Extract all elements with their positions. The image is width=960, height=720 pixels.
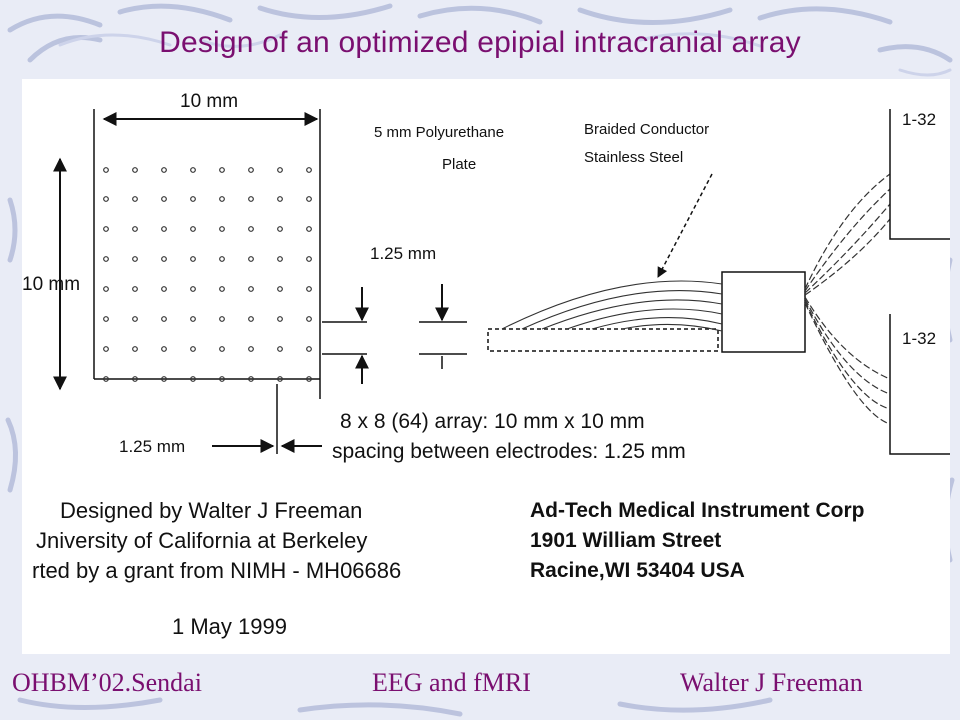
lead-wires [804, 173, 891, 425]
designer-line2: Jniversity of California at Berkeley [36, 528, 368, 553]
thickness-dimension: 1.25 mm [322, 244, 467, 384]
connector-bottom-label: 1-32 [902, 329, 936, 348]
plate-label-line1: 5 mm Polyurethane [374, 124, 504, 141]
manufacturer-line2: 1901 William Street [530, 529, 722, 552]
manufacturer-credit: Ad-Tech Medical Instrument Corp 1901 Wil… [530, 496, 864, 586]
design-date: 1 May 1999 [172, 614, 287, 639]
electrode-grid [93, 149, 321, 399]
slide-title: Design of an optimized epipial intracran… [159, 26, 801, 59]
array-diagram: 10 mm 10 mm [22, 91, 950, 463]
connector-bottom: 1-32 [889, 314, 950, 455]
plate-label-line2: Plate [442, 156, 476, 173]
footer-left: OHBM’02.Sendai [12, 668, 202, 697]
plate-and-conductors: 5 mm Polyurethane Plate Braided Conducto… [374, 121, 806, 353]
width-label: 10 mm [180, 91, 238, 112]
designer-line1: Designed by Walter J Freeman [60, 498, 363, 523]
footer-right: Walter J Freeman [680, 668, 863, 697]
spacing-side-label: 1.25 mm [370, 244, 436, 263]
array-diagram-figure: 10 mm 10 mm [22, 79, 950, 654]
connector-top-label: 1-32 [902, 110, 936, 129]
array-description-line1: 8 x 8 (64) array: 10 mm x 10 mm [340, 410, 645, 433]
designer-line3: rted by a grant from NIMH - MH06686 [32, 558, 402, 583]
width-dimension: 10 mm [93, 91, 321, 239]
footer: OHBM’02.Sendai EEG and fMRI Walter J Fre… [0, 668, 960, 708]
manufacturer-line1: Ad-Tech Medical Instrument Corp [530, 499, 865, 522]
spacing-bottom-label: 1.25 mm [119, 437, 185, 456]
spacing-bottom-dimension: 1.25 mm [119, 384, 322, 456]
designer-credit: Designed by Walter J Freeman Jniversity … [32, 496, 401, 586]
height-label: 10 mm [22, 274, 80, 295]
manufacturer-line3: Racine,WI 53404 USA [530, 559, 745, 582]
footer-center: EEG and fMRI [372, 668, 531, 697]
array-description-line2: spacing between electrodes: 1.25 mm [332, 440, 686, 463]
connector-top: 1-32 [889, 109, 950, 240]
height-dimension: 10 mm [22, 157, 80, 391]
conductor-label-line1: Braided Conductor [584, 121, 709, 138]
conductor-label-line2: Stainless Steel [584, 149, 683, 166]
